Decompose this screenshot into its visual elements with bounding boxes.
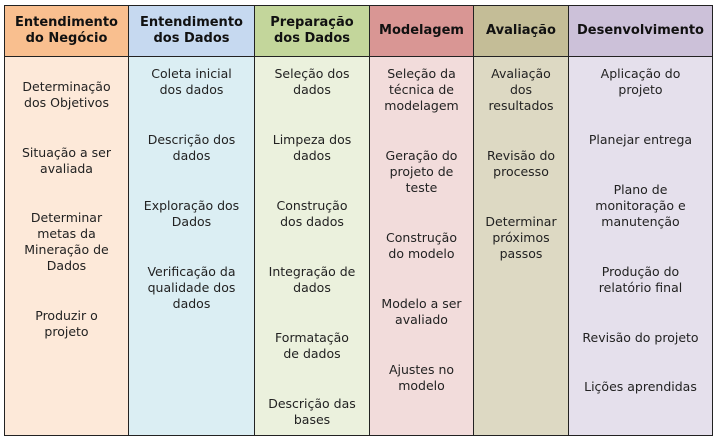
step-item: Verificação da qualidade dos dados — [147, 264, 236, 311]
step-item: Lições aprendidas — [584, 379, 697, 394]
step-item: Situação a ser avaliada — [21, 145, 112, 176]
step-item: Integração de dados — [268, 264, 356, 295]
step-item: Formatação de dados — [275, 330, 349, 361]
step-item: Plano de monitoração e manutenção — [595, 182, 686, 229]
step-item: Exploração dos Dados — [143, 198, 240, 229]
step-item: Seleção da técnica de modelagem — [384, 66, 459, 113]
column-header: Entendimento dos Dados — [129, 6, 254, 57]
column-header: Desenvolvimento — [569, 6, 712, 57]
step-item: Construção do modelo — [386, 230, 457, 261]
step-item: Modelo a ser avaliado — [381, 296, 462, 327]
column-title: Preparação dos Dados — [270, 15, 354, 46]
column-header: Modelagem — [370, 6, 473, 57]
step-item: Revisão do processo — [486, 148, 556, 179]
column-header: Avaliação — [474, 6, 568, 57]
column-title: Entendimento dos Dados — [140, 15, 243, 46]
step-item: Limpeza dos dados — [272, 132, 352, 163]
step-item: Construção dos dados — [276, 198, 348, 229]
step-item: Coleta inicial dos dados — [151, 66, 232, 97]
step-item: Planejar entrega — [588, 132, 693, 147]
step-item: Avaliação dos resultados — [488, 66, 554, 113]
step-item: Determinar próximos passos — [485, 214, 557, 261]
step-item: Geração do projeto de teste — [385, 148, 458, 195]
column-title: Entendimento do Negócio — [15, 15, 118, 46]
step-item: Descrição das bases — [268, 396, 356, 427]
step-item: Produzir o projeto — [35, 308, 98, 339]
step-item: Determinação dos Objetivos — [22, 79, 111, 110]
column-title: Desenvolvimento — [577, 23, 704, 38]
step-item: Determinar metas da Mineração de Dados — [24, 210, 109, 273]
column-header: Entendimento do Negócio — [5, 6, 128, 57]
column-title: Modelagem — [379, 23, 464, 38]
step-item: Produção do relatório final — [598, 264, 683, 295]
column-header: Preparação dos Dados — [255, 6, 369, 57]
step-item: Descrição dos dados — [147, 132, 236, 163]
column-title: Avaliação — [486, 23, 556, 38]
step-item: Aplicação do projeto — [600, 66, 681, 97]
step-item: Revisão do projeto — [582, 330, 699, 345]
step-item: Ajustes no modelo — [388, 362, 455, 393]
step-item: Seleção dos dados — [274, 66, 350, 97]
